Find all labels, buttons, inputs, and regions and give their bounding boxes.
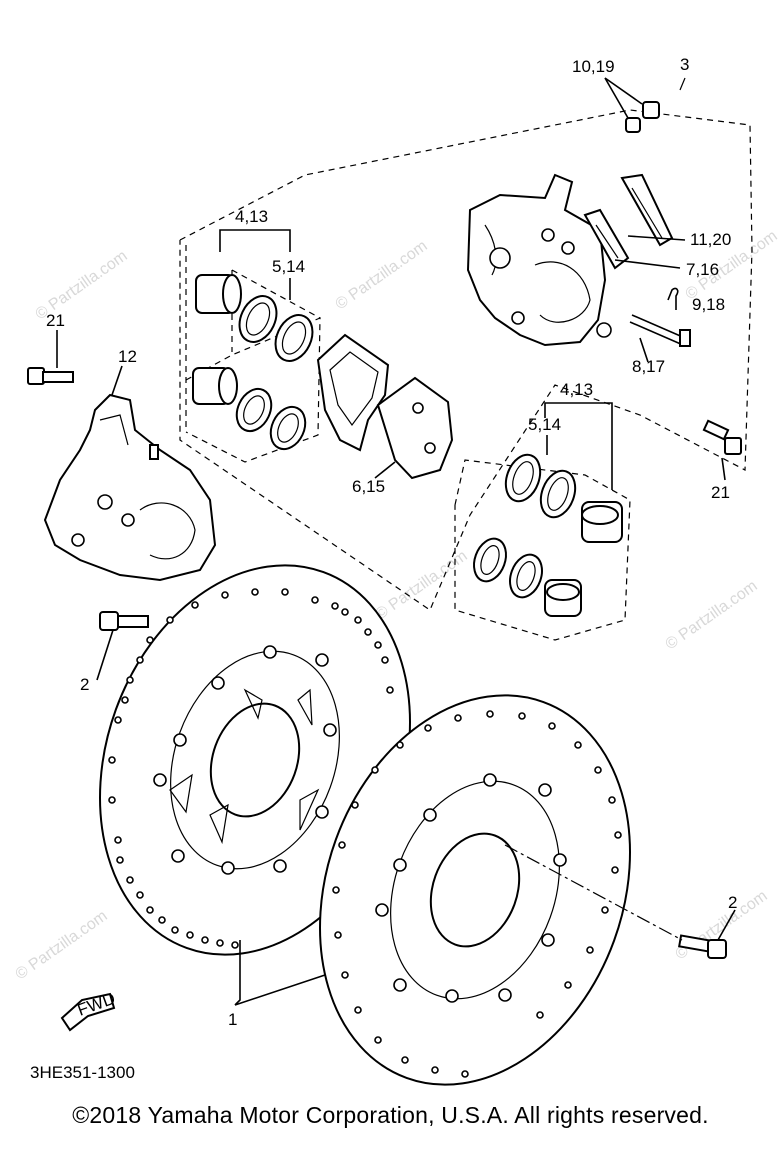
bleed-screw	[625, 101, 660, 133]
fwd-arrow-icon: FWD	[60, 989, 118, 1032]
leader-lines	[56, 77, 736, 1006]
pad-spring	[583, 208, 630, 270]
seals-left	[235, 295, 314, 451]
pin-clip	[667, 287, 679, 310]
pad-cover	[620, 173, 674, 247]
disc-left-slots	[169, 688, 320, 845]
callout-disc-bolt-upper: 2	[80, 675, 89, 694]
callout-pad-cover: 11,20	[690, 230, 731, 249]
disc-bolt-upper	[99, 611, 149, 631]
callout-pad-spring: 7,16	[686, 260, 719, 279]
callout-bolt-right: 21	[711, 483, 730, 502]
disc-right-holes	[332, 710, 622, 1078]
watermark: © Partzilla.com	[663, 578, 761, 654]
callout-left-caliper: 12	[118, 347, 137, 366]
pistons-left	[192, 274, 242, 405]
pistons-right	[544, 501, 623, 617]
fwd-label: FWD	[75, 989, 118, 1020]
caliper-bolt-right	[702, 419, 742, 455]
watermark: © Partzilla.com	[373, 548, 471, 624]
callout-bolt-left: 21	[46, 311, 65, 330]
callout-bleed-screw: 10,19	[572, 57, 615, 76]
disc-right-rivets	[375, 773, 567, 1003]
caliper-bolt-left	[27, 367, 74, 385]
callout-disc-bolt-lower: 2	[728, 893, 737, 912]
brake-exploded-diagram: © Partzilla.com © Partzilla.com © Partzi…	[13, 55, 781, 1086]
brake-pads	[316, 333, 454, 480]
disc-left-holes	[108, 588, 394, 949]
callout-discs: 1	[228, 1010, 237, 1029]
diagram-code: 3HE351-1300	[30, 1063, 135, 1082]
callout-caliper-assembly: 3	[680, 55, 689, 74]
callouts: 10,19 3 11,20 7,16 9,18 8,17 4,13 5,14 6…	[46, 55, 737, 1029]
brake-disc-right	[319, 694, 631, 1086]
disc-bolt-lower	[678, 934, 727, 959]
disc-left-rivets	[153, 645, 337, 875]
callout-seal-left: 5,14	[272, 257, 305, 276]
copyright-notice: ©2018 Yamaha Motor Corporation, U.S.A. A…	[72, 1102, 709, 1128]
callout-pin-clip: 9,18	[692, 295, 725, 314]
right-caliper	[466, 173, 612, 347]
callout-pad-pin: 8,17	[632, 357, 665, 376]
callout-pads: 6,15	[352, 477, 385, 496]
watermark: © Partzilla.com	[333, 238, 431, 314]
callout-seal-right: 5,14	[528, 415, 561, 434]
watermark: © Partzilla.com	[13, 908, 111, 984]
left-caliper	[43, 393, 217, 582]
pad-pin	[629, 314, 691, 347]
callout-piston-left: 4,13	[235, 207, 268, 226]
seals-right	[473, 453, 577, 599]
callout-piston-right: 4,13	[560, 380, 593, 399]
